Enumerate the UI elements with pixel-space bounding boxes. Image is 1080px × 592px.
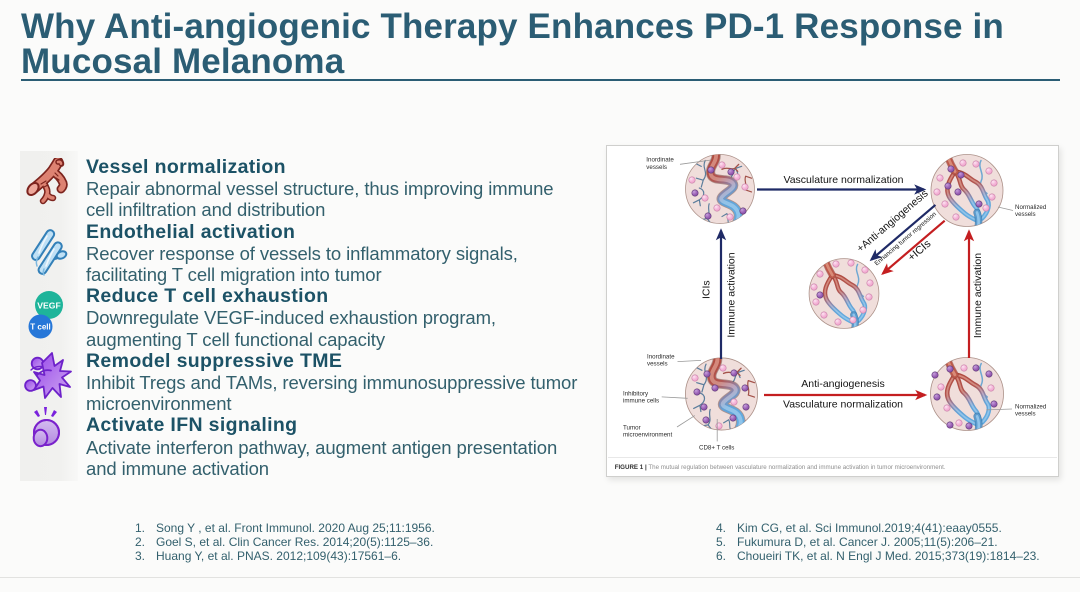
svg-text:Enhancing tumor regression: Enhancing tumor regression [873,211,938,268]
svg-text:microenvironment: microenvironment [623,432,672,439]
svg-text:Anti-angiogenesis: Anti-angiogenesis [801,378,884,390]
svg-text:vessels: vessels [647,361,668,368]
svg-text:ICIs: ICIs [701,280,713,299]
svg-text:Inordinate: Inordinate [647,354,675,361]
svg-text:VEGF: VEGF [37,301,60,311]
svg-text:vessels: vessels [1015,411,1036,418]
svg-text:Normalized: Normalized [1015,404,1047,411]
svg-text:Tumor: Tumor [623,425,641,432]
svg-text:Vasculature normalization: Vasculature normalization [783,174,903,186]
svg-text:CD8+ T cells: CD8+ T cells [699,445,734,452]
svg-text:Inhibitory: Inhibitory [623,391,649,398]
svg-text:Normalized: Normalized [1015,204,1047,211]
svg-text:Inordinate: Inordinate [646,157,674,164]
svg-text:Vasculature normalization: Vasculature normalization [783,399,903,411]
svg-text:T cell: T cell [30,323,50,332]
svg-text:immune cells: immune cells [623,398,659,405]
svg-text:Immune activation: Immune activation [726,252,738,337]
svg-text:Immune activation: Immune activation [972,253,984,338]
svg-text:vessels: vessels [1015,211,1036,218]
svg-text:vessels: vessels [646,164,667,171]
svg-text:FIGURE 1 | The mutual regulati: FIGURE 1 | The mutual regulation between… [615,464,946,471]
